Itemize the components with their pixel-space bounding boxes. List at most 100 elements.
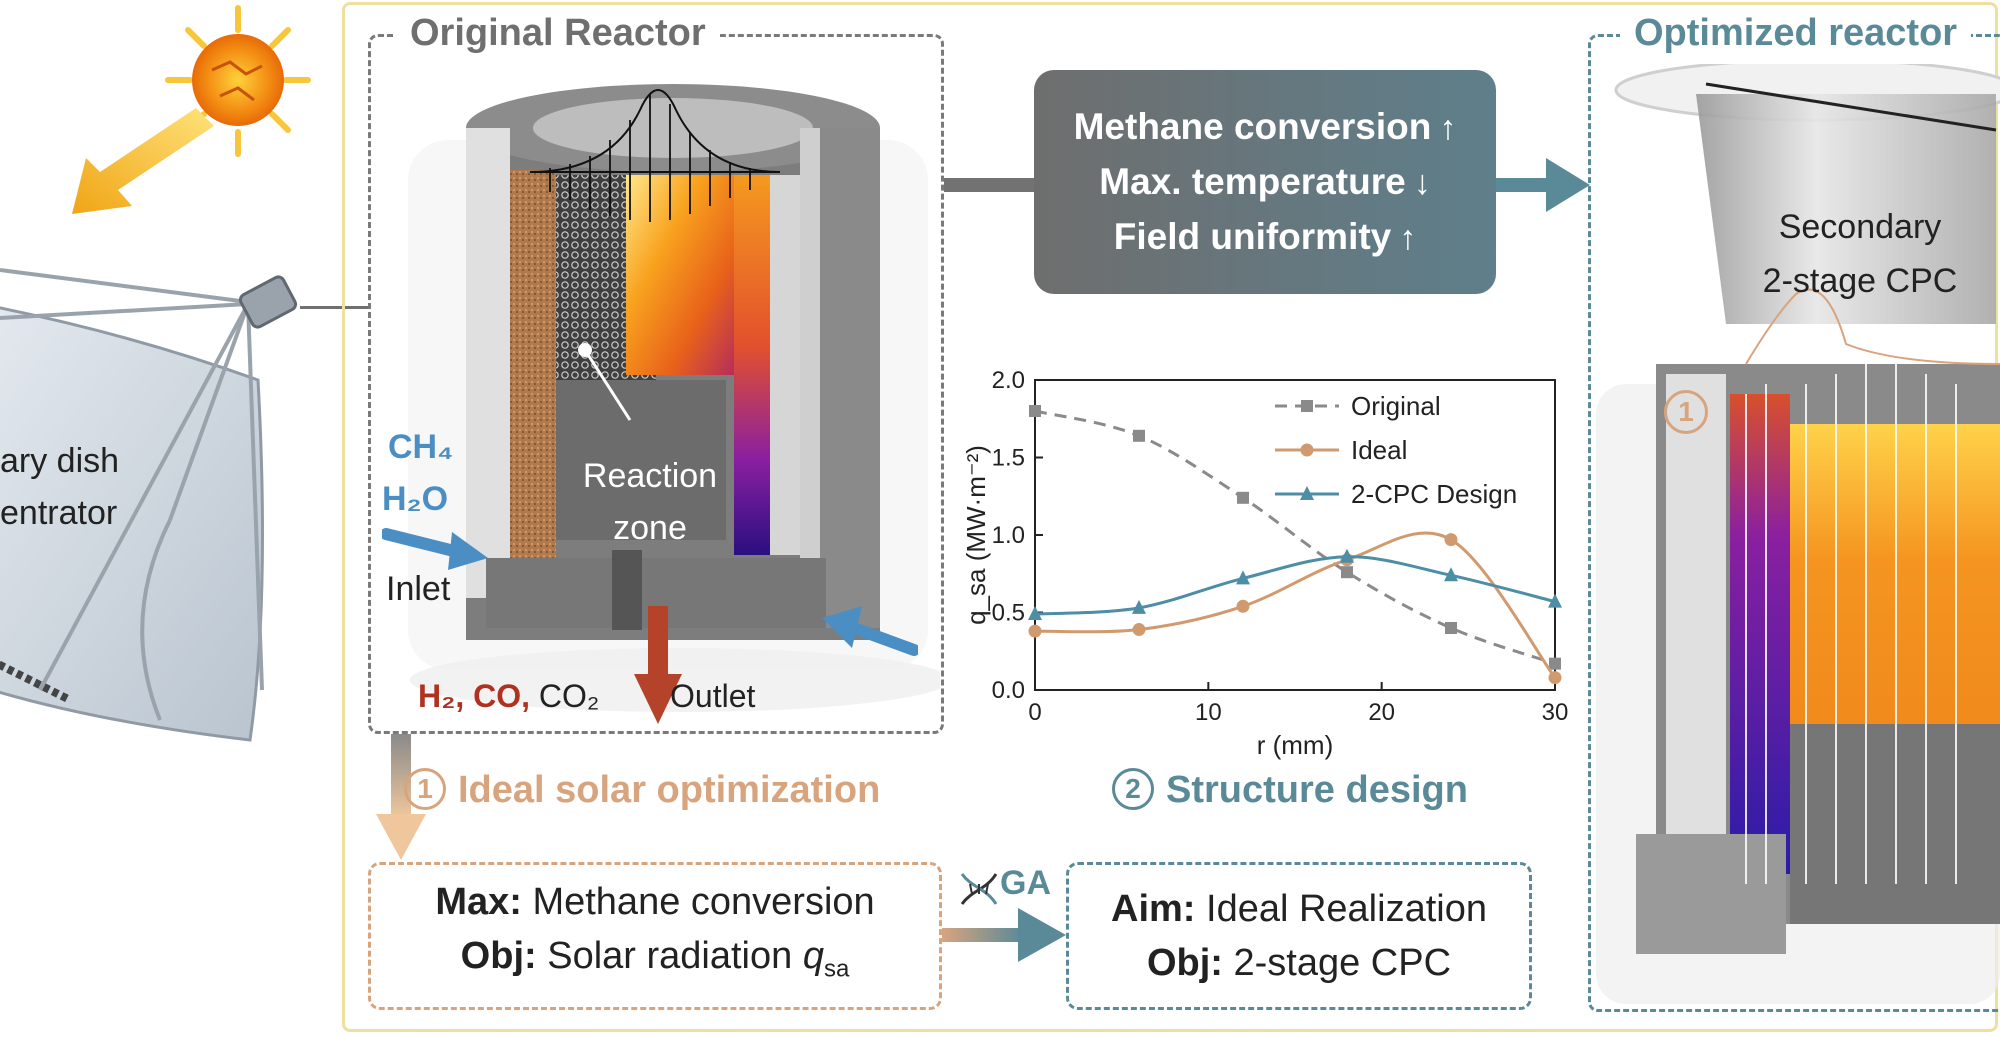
data-point-0-4 (1445, 622, 1457, 634)
x-tick-label: 20 (1368, 699, 1395, 726)
qsa-radial-profile-chart: 0 10 20 30 0.0 0.5 1.0 1.5 2.0 r (mm) q_sa (MW·m⁻²… (961, 367, 1569, 760)
outlet-products: H₂, CO, CO₂ (418, 678, 599, 715)
data-point-1-0 (1028, 624, 1042, 638)
optimized-reactor-title: Optimized reactor (1620, 12, 1972, 55)
outlet-label: Outlet (670, 678, 756, 714)
y-tick-label: 1.0 (992, 522, 1025, 549)
aim-value: Ideal Realization (1206, 888, 1487, 930)
goal-up-arrow-icon: ↑ (1439, 108, 1457, 147)
data-point-2-2 (1236, 570, 1250, 585)
step2-text: Structure design (1166, 769, 1468, 811)
reaction-zone-line2: zone (613, 509, 687, 547)
inlet-species-h2o: H₂O (382, 480, 449, 518)
x-tick-label: 10 (1195, 699, 1222, 726)
cpc-label: Secondary 2-stage CPC (1740, 200, 1980, 308)
legend-marker-0 (1301, 400, 1313, 412)
legend-marker-1 (1300, 443, 1314, 457)
aim-label: Aim: (1111, 888, 1196, 930)
data-point-1-2 (1236, 599, 1250, 613)
chart-plot-area (1034, 379, 1556, 691)
cpc-label-line2: 2-stage CPC (1762, 262, 1958, 300)
goal-field-uniformity: Field uniformity (1113, 215, 1392, 257)
legend-marker-2 (1300, 486, 1314, 500)
goal-line-3: Field uniformity↑ (1114, 210, 1417, 265)
series-line-1 (1034, 531, 1557, 679)
step2-label: 2 Structure design (1112, 768, 1468, 812)
aim-obj-value: 2-stage CPC (1233, 942, 1452, 984)
data-point-0-3 (1341, 566, 1353, 579)
reaction-zone-line1: Reaction (582, 457, 718, 495)
optimization-goals-box: Methane conversion↑ Max. temperature↓ Fi… (1034, 70, 1496, 294)
max-label: Max: (435, 881, 522, 924)
aim-line: Aim: Ideal Realization (1111, 882, 1487, 936)
obj-q-symbol: q (802, 935, 824, 978)
obj-line: Obj: Solar radiation qsa (461, 929, 850, 997)
outlet-arrow-icon (634, 606, 682, 724)
inlet-arrow-icon (382, 528, 488, 570)
outlet-products-co2: CO₂ (538, 678, 600, 714)
goal-down-arrow-icon: ↓ (1413, 163, 1431, 202)
y-tick-label: 1.5 (992, 445, 1025, 472)
data-point-1-5 (1548, 671, 1562, 685)
series-line-2 (1034, 555, 1556, 616)
sun-icon (165, 5, 311, 157)
outlet-products-h2co: H₂, CO, (418, 678, 530, 714)
concentrator-label-line2: entrator (0, 494, 117, 532)
data-point-0-1 (1133, 429, 1145, 442)
flow-arrow-head-icon (1546, 158, 1590, 212)
original-reactor-title: Original Reactor (396, 12, 720, 55)
y-axis-label: q_sa (MW·m⁻²) (961, 445, 991, 625)
legend-label-1: Ideal (1351, 435, 1407, 465)
series-line-0 (1034, 409, 1556, 666)
goal-line-2: Max. temperature↓ (1099, 155, 1430, 210)
inlet-arrow-right-icon (822, 606, 918, 656)
dish-icon (0, 268, 298, 742)
max-value: Methane conversion (532, 881, 875, 924)
data-point-0-2 (1237, 491, 1249, 504)
goal-methane-conversion: Methane conversion (1073, 105, 1432, 147)
x-tick-label: 30 (1542, 699, 1569, 726)
ga-arrow-icon (942, 908, 1066, 962)
concentrator-label-line1: ary dish (0, 442, 119, 480)
data-point-2-1 (1132, 599, 1146, 614)
aim-objective-box: Aim: Ideal Realization Obj: 2-stage CPC (1066, 862, 1532, 1010)
max-line: Max: Methane conversion (435, 875, 874, 929)
flow-line-right (1494, 178, 1552, 192)
data-point-1-1 (1132, 623, 1146, 637)
y-tick-label: 2.0 (992, 367, 1025, 394)
aim-obj-label: Obj: (1146, 942, 1223, 984)
obj-value: Solar radiation (547, 935, 793, 978)
sunlight-arrow-icon (72, 108, 214, 214)
goal-up-arrow-icon: ↑ (1399, 218, 1417, 257)
step2-number-icon: 2 (1112, 768, 1154, 810)
ga-label: GA (1000, 864, 1051, 902)
legend-label-0: Original (1351, 391, 1441, 421)
data-point-2-4 (1444, 567, 1458, 582)
inlet-species-ch4: CH₄ (388, 428, 454, 466)
max-objective-box: Max: Methane conversion Obj: Solar radia… (368, 862, 942, 1010)
data-point-0-0 (1029, 405, 1041, 417)
x-axis-label: r (mm) (1257, 730, 1334, 760)
dna-icon (960, 873, 998, 905)
flow-line-left (944, 178, 1036, 192)
reaction-zone-label: Reaction zone (560, 450, 740, 554)
obj-label: Obj: (460, 935, 537, 978)
goal-line-1: Methane conversion↑ (1074, 100, 1457, 155)
data-point-2-5 (1548, 593, 1562, 608)
obj-q-subscript: sa (823, 955, 850, 983)
x-tick-label: 0 (1028, 699, 1041, 726)
legend-label-2: 2-CPC Design (1351, 479, 1517, 509)
step1-text: Ideal solar optimization (458, 769, 881, 811)
y-tick-label: 0.5 (992, 600, 1025, 627)
goal-max-temperature: Max. temperature (1099, 160, 1406, 202)
optimized-marker-icon: 1 (1664, 390, 1708, 434)
cpc-label-line1: Secondary (1778, 208, 1942, 246)
inlet-label: Inlet (386, 570, 451, 608)
y-tick-label: 0.0 (992, 677, 1025, 704)
dish-concentrator-illustration: ary dish entrator (0, 5, 311, 742)
data-point-2-0 (1028, 606, 1042, 621)
data-point-2-3 (1340, 548, 1354, 563)
optimized-reactor-illustration (1596, 64, 2000, 1004)
dish-connector-line (300, 306, 370, 309)
